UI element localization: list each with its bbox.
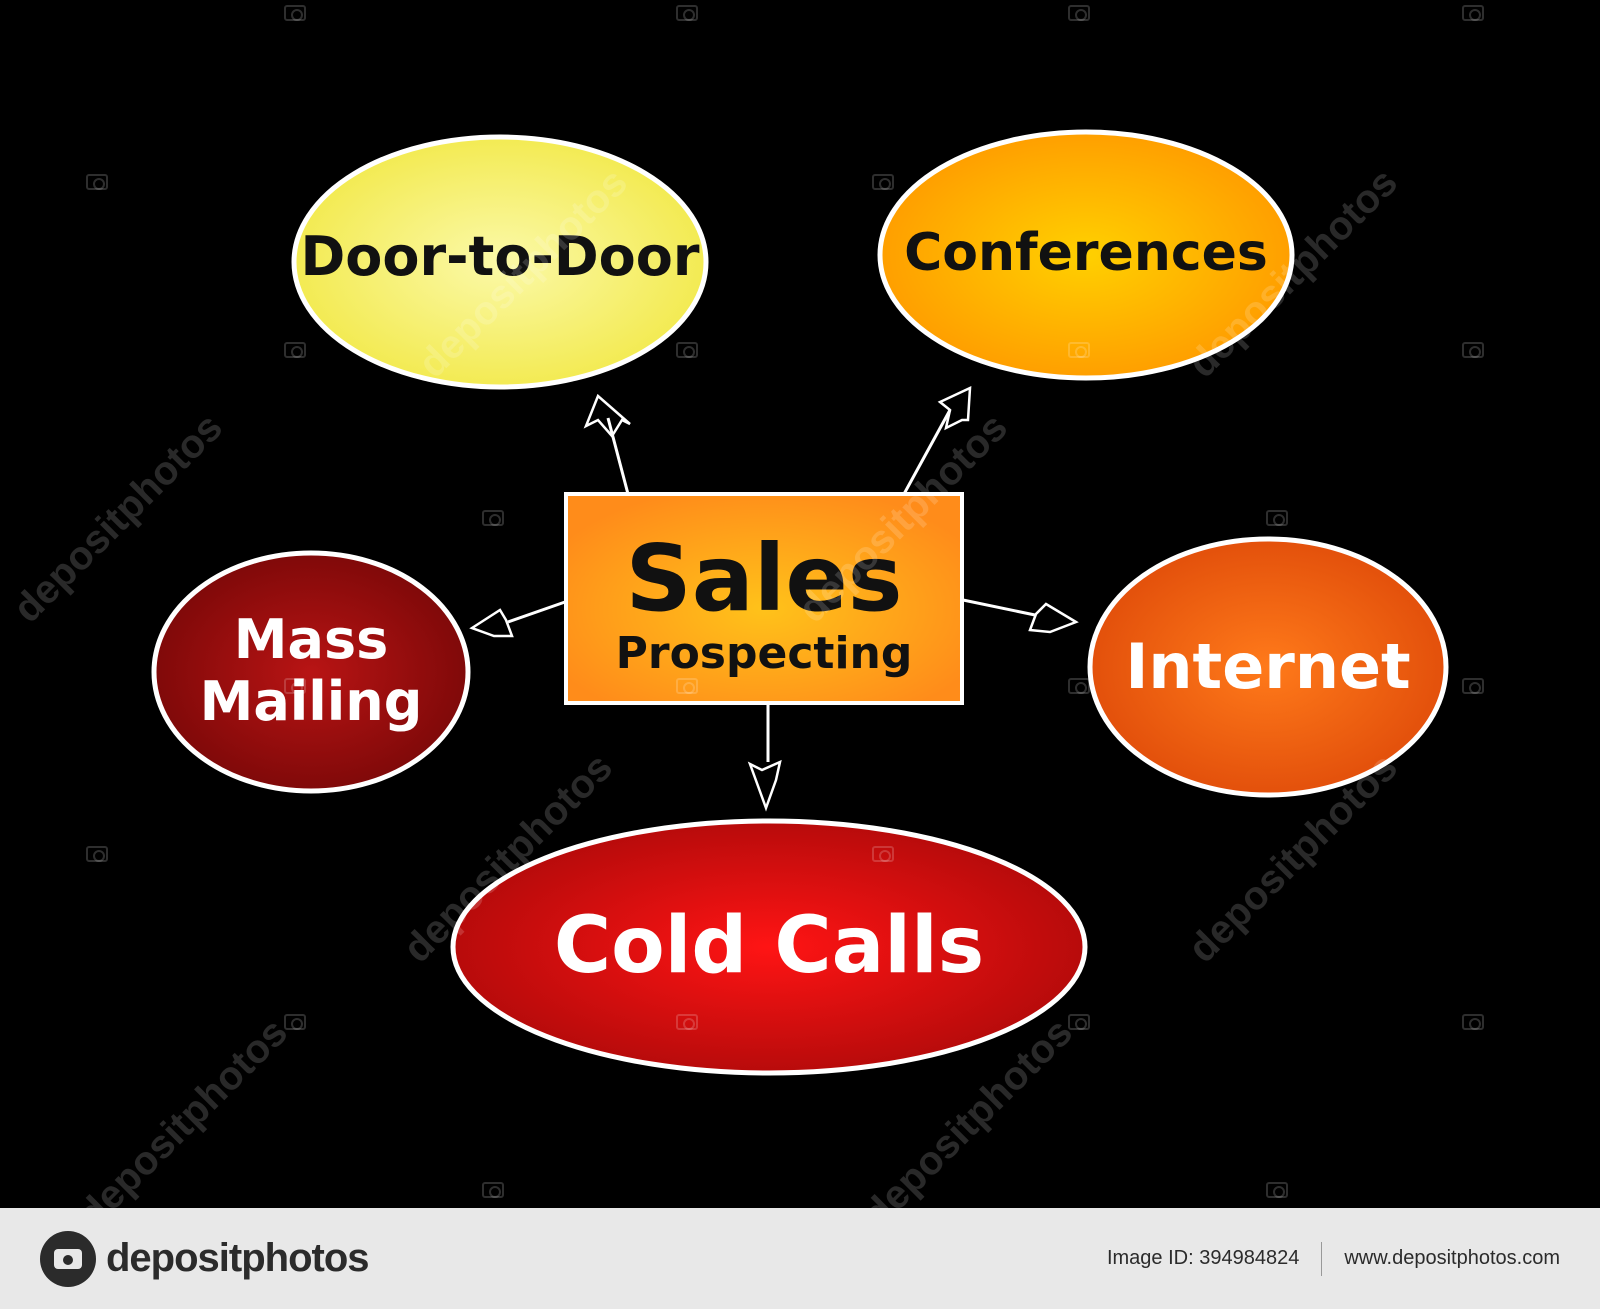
- connector-conf: [902, 409, 952, 495]
- camera-watermark-icon: [1462, 5, 1484, 21]
- camera-watermark-icon: [676, 342, 698, 358]
- arrowhead-conf: [937, 385, 972, 431]
- image-id: Image ID: 394984824: [1106, 1247, 1300, 1269]
- camera-watermark-icon: [676, 1014, 698, 1030]
- center-node: Sales Prospecting: [564, 492, 964, 705]
- camera-watermark-icon: [482, 1182, 504, 1198]
- camera-watermark-icon: [86, 846, 108, 862]
- camera-watermark-icon: [1068, 678, 1090, 694]
- footer-meta: Image ID: 394984824 www.depositphotos.co…: [1106, 1241, 1560, 1276]
- node-door-to-door-label: Door-to-Door: [300, 225, 699, 288]
- center-subtitle: Prospecting: [616, 628, 913, 679]
- camera-watermark-icon: [676, 678, 698, 694]
- footer-bar: depositphotos Image ID: 394984824 www.de…: [0, 1208, 1600, 1309]
- camera-watermark-icon: [1068, 5, 1090, 21]
- camera-watermark-icon: [1266, 510, 1288, 526]
- connector-door: [606, 417, 630, 495]
- camera-watermark-icon: [872, 174, 894, 190]
- camera-watermark-icon: [1462, 1014, 1484, 1030]
- center-title: Sales: [625, 525, 902, 632]
- arrowhead-coldcalls: [747, 759, 782, 812]
- camera-watermark-icon: [284, 342, 306, 358]
- camera-logo-icon: [40, 1230, 96, 1287]
- node-conferences-label: Conferences: [904, 223, 1268, 283]
- node-internet: Internet: [1087, 536, 1449, 798]
- connector-massmailing: [507, 600, 566, 624]
- arrowhead-door: [583, 393, 631, 439]
- node-internet-label: Internet: [1125, 630, 1410, 703]
- diagram-canvas: Door-to-Door Conferences Internet Cold C…: [5, 5, 1484, 1237]
- camera-watermark-icon: [86, 174, 108, 190]
- camera-watermark-icon: [676, 5, 698, 21]
- brand-name: depositphotos: [106, 1236, 370, 1280]
- arrowhead-internet: [1028, 602, 1079, 634]
- connectors: [469, 385, 1079, 812]
- camera-watermark-icon: [1266, 1182, 1288, 1198]
- node-cold-calls: Cold Calls: [450, 818, 1088, 1076]
- node-mass-mailing-label-line2: Mailing: [200, 670, 423, 733]
- arrowhead-massmailing: [469, 608, 514, 638]
- node-door-to-door: Door-to-Door: [291, 134, 709, 390]
- camera-watermark-icon: [284, 5, 306, 21]
- footer-divider: [1321, 1241, 1323, 1276]
- camera-watermark-icon: [1068, 342, 1090, 358]
- node-cold-calls-label: Cold Calls: [554, 901, 984, 991]
- camera-watermark-icon: [1462, 678, 1484, 694]
- node-conferences: Conferences: [877, 129, 1295, 381]
- camera-watermark-icon: [482, 510, 504, 526]
- site-url[interactable]: www.depositphotos.com: [1344, 1247, 1560, 1269]
- node-mass-mailing-label-line1: Mass: [234, 608, 388, 671]
- mind-map-svg: Door-to-Door Conferences Internet Cold C…: [151, 129, 1449, 1076]
- camera-watermark-icon: [284, 678, 306, 694]
- connector-internet: [962, 598, 1036, 617]
- node-mass-mailing: Mass Mailing: [151, 550, 471, 794]
- camera-watermark-icon: [1068, 1014, 1090, 1030]
- camera-watermark-icon: [1462, 342, 1484, 358]
- brand-logo[interactable]: depositphotos: [40, 1230, 370, 1287]
- camera-watermark-icon: [284, 1014, 306, 1030]
- camera-watermark-icon: [872, 846, 894, 862]
